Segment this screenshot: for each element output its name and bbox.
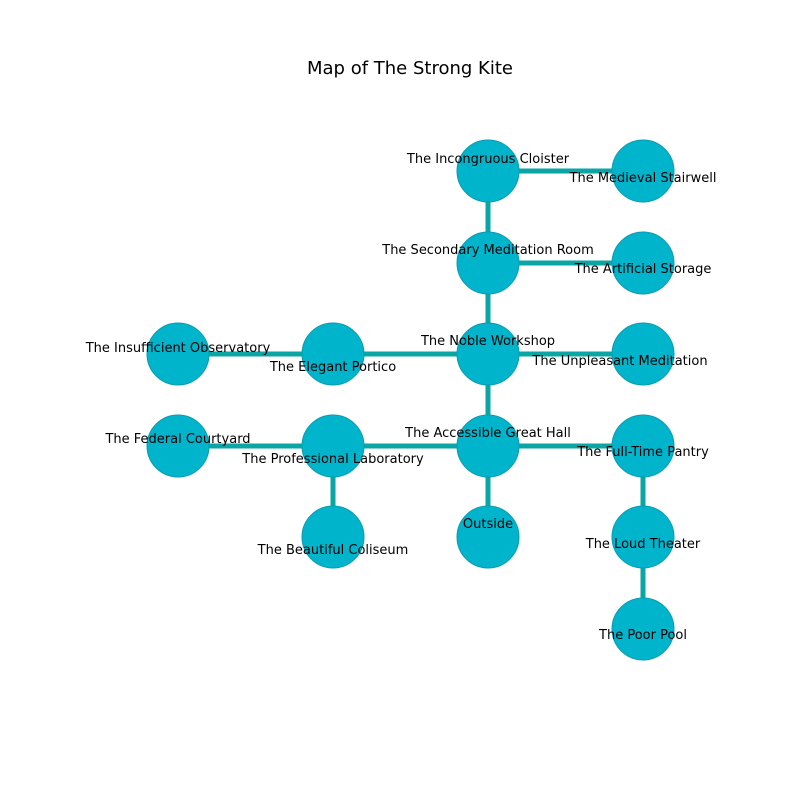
room-label-full-time-pantry: The Full-Time Pantry <box>576 445 709 460</box>
room-label-medieval-stairwell: The Medieval Stairwell <box>569 171 717 186</box>
room-label-insufficient-observatory: The Insufficient Observatory <box>85 341 271 356</box>
room-label-loud-theater: The Loud Theater <box>585 537 701 552</box>
room-label-incongruous-cloister: The Incongruous Cloister <box>406 152 570 167</box>
room-node-elegant-portico <box>301 322 365 386</box>
room-label-outside: Outside <box>463 517 513 532</box>
room-label-poor-pool: The Poor Pool <box>598 628 687 643</box>
room-label-accessible-great-hall: The Accessible Great Hall <box>404 426 571 441</box>
room-node-loud-theater <box>611 505 675 569</box>
map-title: Map of The Strong Kite <box>307 58 513 79</box>
room-node-insufficient-observatory <box>146 322 210 386</box>
room-node-federal-courtyard <box>146 414 210 478</box>
room-label-noble-workshop: The Noble Workshop <box>420 334 555 349</box>
room-label-secondary-meditation-room: The Secondary Meditation Room <box>381 243 594 258</box>
room-label-elegant-portico: The Elegant Portico <box>269 360 396 375</box>
room-label-professional-laboratory: The Professional Laboratory <box>241 452 424 467</box>
room-node-accessible-great-hall <box>456 414 520 478</box>
room-label-federal-courtyard: The Federal Courtyard <box>104 432 250 447</box>
room-node-artificial-storage <box>611 231 675 295</box>
room-label-artificial-storage: The Artificial Storage <box>574 262 712 277</box>
room-node-full-time-pantry <box>611 414 675 478</box>
room-node-outside <box>456 505 520 569</box>
room-node-noble-workshop <box>456 322 520 386</box>
room-node-incongruous-cloister <box>456 139 520 203</box>
room-label-unpleasant-meditation: The Unpleasant Meditation <box>531 354 707 369</box>
room-node-beautiful-coliseum <box>301 505 365 569</box>
room-node-secondary-meditation-room <box>456 231 520 295</box>
room-node-medieval-stairwell <box>611 139 675 203</box>
rooms-layer <box>146 139 675 661</box>
room-node-professional-laboratory <box>301 414 365 478</box>
room-node-unpleasant-meditation <box>611 322 675 386</box>
room-node-poor-pool <box>611 597 675 661</box>
room-label-beautiful-coliseum: The Beautiful Coliseum <box>257 543 409 558</box>
